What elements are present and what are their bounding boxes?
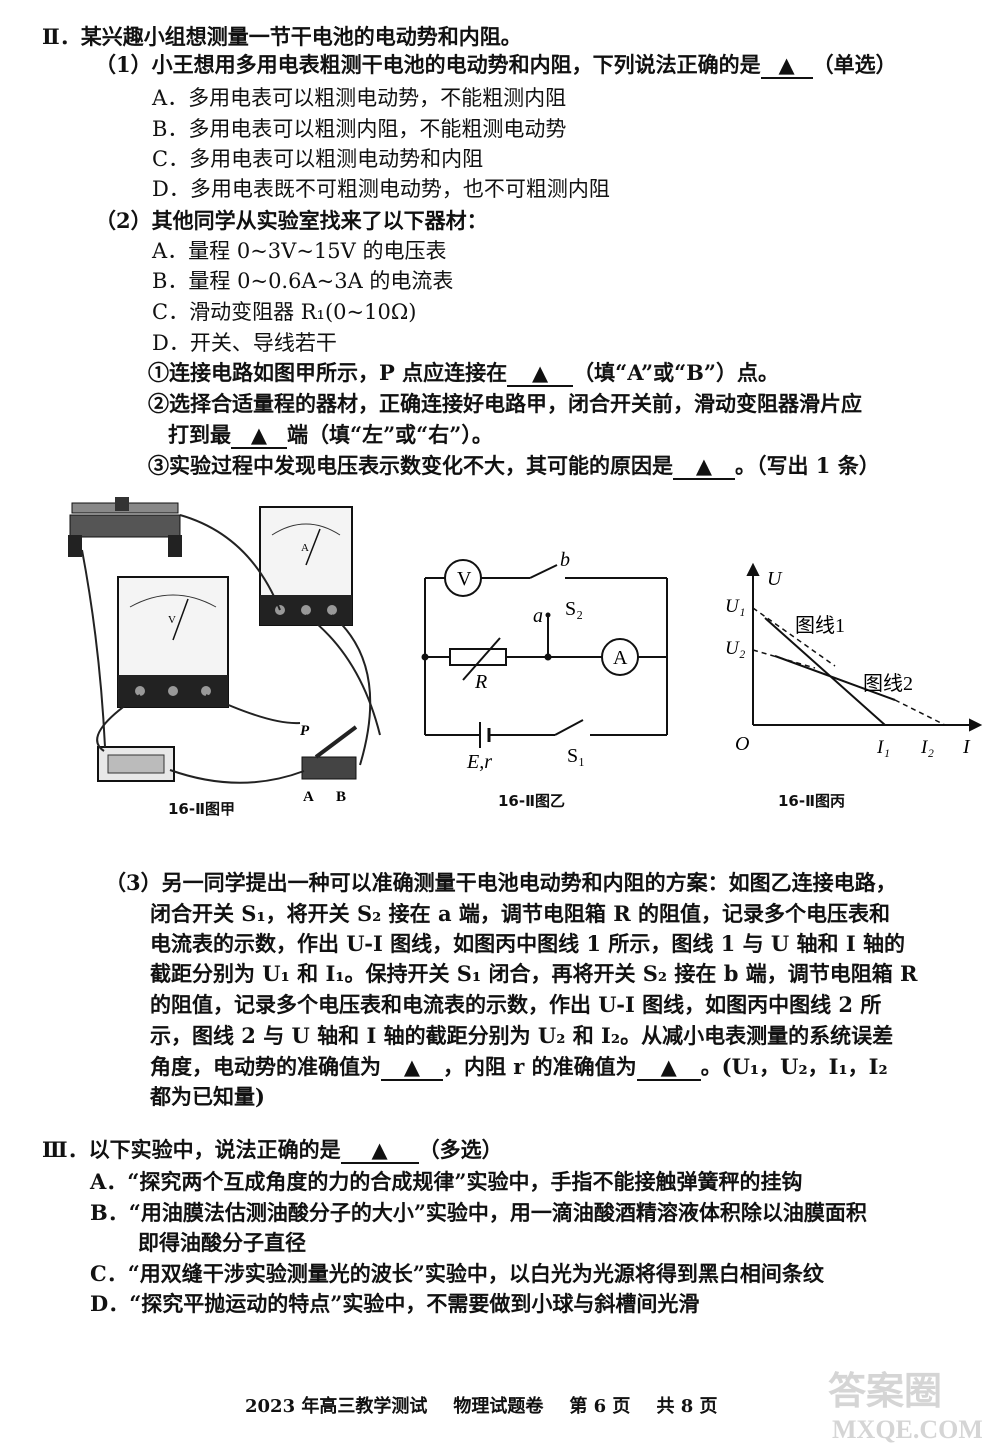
watermark-logo: 答案圈 MXQE.COM [828, 1371, 982, 1444]
q3-line3: 电流表的示数，作出 U-I 图线，如图丙中图线 1 所示，图线 1 与 U 轴和… [150, 931, 905, 956]
q2-sub3-blank[interactable]: ▲ [673, 454, 735, 480]
i2-label: I₂ [920, 737, 934, 758]
q2-sub2-line2: 打到最▲端（填“左”或“右”）。 [168, 420, 493, 450]
q3-line7-mid: ，内阻 r 的准确值为 [443, 1054, 637, 1079]
q2-sub2-blank[interactable]: ▲ [231, 423, 287, 449]
q3-line2: 闭合开关 S₁，将开关 S₂ 接在 a 端，调节电阻箱 R 的阻值，记录多个电压… [150, 901, 890, 926]
watermark-text-url: MXQE.COM [832, 1415, 982, 1444]
line2-solid [774, 655, 896, 701]
battery-label: E,r [466, 751, 492, 773]
q2-option-d: D．开关、导线若干 [152, 331, 337, 355]
q2-sub3: ③实验过程中发现电压表示数变化不大，其可能的原因是▲。（写出 1 条） [148, 451, 880, 481]
line2-label: 图线2 [863, 672, 913, 695]
figure-a-caption: 16-Ⅱ图甲 [168, 800, 235, 818]
section3-answer-blank[interactable]: ▲ [340, 1138, 419, 1164]
switch-s2-label: S₂ [565, 598, 583, 620]
figure-c-ui-graph: U U₁ U₂ O I I₁ I₂ 图线1 图线2 [725, 562, 983, 758]
q2-option-a: A．量程 0~3V~15V 的电压表 [152, 239, 447, 263]
footer-total: 共 8 页 [656, 1396, 718, 1417]
line2-dash-lower [894, 699, 946, 726]
q2-sub2-text: 打到最 [168, 422, 231, 447]
q2-sub1-hint: （填“A”或“B”）点。 [573, 360, 779, 385]
q1-answer-blank[interactable]: ▲ [760, 53, 813, 79]
point-p-label: P [300, 723, 310, 739]
line1-solid [764, 617, 886, 726]
voltmeter: V [117, 576, 229, 708]
axis-i-label: I [962, 736, 971, 758]
section2-heading: Ⅱ．某兴趣小组想测量一节干电池的电动势和内阻。 [42, 24, 522, 49]
footer-subject: 物理试题卷 [453, 1396, 544, 1417]
u2-label: U₂ [725, 638, 746, 659]
line2-dash-upper [752, 649, 816, 669]
u1-label: U₁ [725, 596, 745, 617]
q2-sub1-blank[interactable]: ▲ [507, 361, 574, 387]
voltmeter-label: V [168, 614, 176, 626]
section3-stem-text: Ⅲ．以下实验中，说法正确的是 [42, 1137, 341, 1162]
section3-type: （多选） [418, 1137, 503, 1162]
section3-option-b-line2: 即得油酸分子直径 [138, 1230, 306, 1255]
q2-sub2-line1: ②选择合适量程的器材，正确连接好电路甲，闭合开关前，滑动变阻器滑片应 [148, 391, 862, 416]
line1-label: 图线1 [795, 614, 845, 637]
ammeter-symbol: A [613, 647, 628, 669]
section3-option-a: A．“探究两个互成角度的力的合成规律”实验中，手指不能接触弹簧秤的挂钩 [90, 1169, 803, 1194]
q2-sub3-hint: 。（写出 1 条） [735, 453, 880, 478]
terminal-a-label: A [303, 789, 314, 805]
wires [81, 514, 381, 784]
q2-sub1-text: ①连接电路如图甲所示，P 点应连接在 [148, 360, 508, 385]
q3-line6: 示，图线 2 与 U 轴和 I 轴的截距分别为 U₂ 和 I₂。从减小电表测量的… [150, 1023, 894, 1048]
figure-b-caption: 16-Ⅱ图乙 [498, 792, 565, 810]
footer-exam: 2023 年高三教学测试 [245, 1396, 428, 1417]
ammeter: A [259, 506, 353, 626]
q2-sub3-text: ③实验过程中发现电压表示数变化不大，其可能的原因是 [148, 453, 673, 478]
q3-line4: 截距分别为 U₁ 和 I₁。保持开关 S₁ 闭合，再将开关 S₂ 接在 b 端，… [150, 961, 918, 986]
node-a-label: a [533, 605, 543, 627]
axis-u-label: U [767, 568, 783, 590]
page-footer: 2023 年高三教学测试 物理试题卷 第 6 页 共 8 页 [245, 1392, 744, 1418]
q2-stem: （2）其他同学从实验室找来了以下器材： [95, 208, 488, 233]
origin-label: O [735, 733, 749, 755]
q1-option-c: C．多用电表可以粗测电动势和内阻 [152, 147, 484, 171]
line1-dash-upper [752, 607, 836, 667]
q1-stem-text: （1）小王想用多用电表粗测干电池的电动势和内阻，下列说法正确的是 [95, 52, 761, 77]
i1-label: I₁ [876, 737, 890, 758]
q2-sub2-hint: 端（填“左”或“右”）。 [287, 422, 493, 447]
switch-s1-label: S₁ [567, 745, 585, 767]
q2-sub1: ①连接电路如图甲所示，P 点应连接在▲（填“A”或“B”）点。 [148, 358, 779, 388]
node-b-label: b [560, 550, 570, 571]
watermark-text-cn: 答案圈 [828, 1371, 942, 1413]
figure-c-caption: 16-Ⅱ图丙 [778, 792, 845, 810]
figure-a-apparatus: A V P A B [68, 497, 381, 805]
q3-line7: 角度，电动势的准确值为▲，内阻 r 的准确值为▲。(U₁，U₂，I₁，I₂ [150, 1052, 888, 1082]
q2-option-c: C．滑动变阻器 R₁(0~10Ω) [152, 300, 417, 324]
q3-resistance-blank[interactable]: ▲ [636, 1055, 701, 1081]
resistor-r-label: R [474, 671, 487, 693]
voltmeter-symbol: V [457, 568, 472, 590]
q3-emf-blank[interactable]: ▲ [381, 1055, 443, 1081]
q3-line7-text: 角度，电动势的准确值为 [150, 1054, 381, 1079]
section3-stem: Ⅲ．以下实验中，说法正确的是▲（多选） [42, 1135, 503, 1165]
q1-stem: （1）小王想用多用电表粗测干电池的电动势和内阻，下列说法正确的是▲（单选） [95, 50, 897, 80]
ammeter-label: A [301, 542, 309, 554]
q3-line5: 的阻值，记录多个电压表和电流表的示数，作出 U-I 图线，如图丙中图线 2 所 [150, 992, 882, 1017]
q1-option-d: D．多用电表既不可粗测电动势，也不可粗测内阻 [152, 177, 610, 201]
q3-line1: （3）另一同学提出一种可以准确测量干电池电动势和内阻的方案：如图乙连接电路， [105, 870, 897, 895]
section3-option-b-line1: B．“用油膜法估测油酸分子的大小”实验中，用一滴油酸酒精溶液体积除以油膜面积 [90, 1200, 867, 1225]
footer-page: 第 6 页 [569, 1396, 631, 1417]
section3-option-c: C．“用双缝干涉实验测量光的波长”实验中，以白光为光源将得到黑白相间条纹 [90, 1261, 824, 1286]
q2-option-b: B．量程 0~0.6A~3A 的电流表 [152, 269, 454, 293]
battery-holder [97, 746, 175, 782]
q1-option-b: B．多用电表可以粗测内阻，不能粗测电动势 [152, 117, 567, 141]
q1-option-a: A．多用电表可以粗测电动势，不能粗测内阻 [152, 86, 567, 110]
terminal-b-label: B [336, 789, 346, 805]
q3-line8: 都为已知量) [150, 1084, 265, 1109]
q3-line7-post: 。(U₁，U₂，I₁，I₂ [700, 1054, 888, 1079]
q1-type: （单选） [812, 52, 897, 77]
figure-b-circuit: V b a S₂ A R E,r S₁ [421, 550, 668, 773]
switch [301, 725, 358, 780]
section3-option-d: D．“探究平抛运动的特点”实验中，不需要做到小球与斜槽间光滑 [90, 1291, 700, 1316]
rheostat [68, 497, 182, 557]
